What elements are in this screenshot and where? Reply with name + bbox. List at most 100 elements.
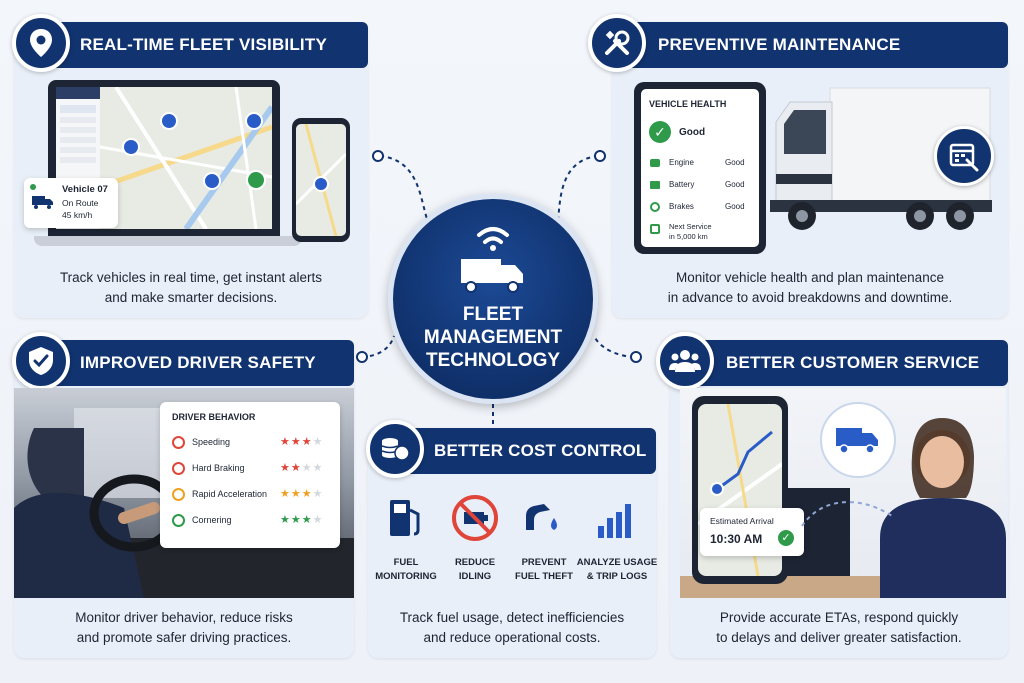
next-service-value: in 5,000 km (669, 232, 708, 241)
status-dot (30, 184, 36, 190)
calendar-wrench-icon (949, 143, 979, 172)
behavior-rating-stars: ★★★★ (280, 487, 324, 500)
connected-truck-icon (461, 227, 523, 293)
delivery-truck-bubble (820, 402, 896, 478)
users-icon (669, 350, 701, 372)
route-origin-marker-icon (710, 482, 724, 496)
center-title: FLEET MANAGEMENT TECHNOLOGY (423, 304, 563, 371)
rating-star-icon: ★ (301, 436, 313, 448)
rating-star-icon: ★ (280, 488, 291, 500)
visibility-title: REAL-TIME FLEET VISIBILITY (80, 35, 327, 54)
rating-star-icon: ★ (312, 462, 324, 474)
vehicle-health-card: VEHICLE HEALTH ✓ Good Engine Good Batter… (641, 89, 759, 247)
coins-icon (381, 438, 410, 461)
fuel-nozzle-icon (526, 504, 557, 530)
rating-star-icon: ★ (280, 436, 291, 448)
cost-item-label: ANALYZE USAGE & TRIP LOGS (576, 557, 658, 582)
schedule-badge (934, 126, 994, 186)
rating-star-icon: ★ (301, 514, 313, 526)
service-description: Provide accurate ETAs, respond quickly t… (716, 610, 962, 645)
no-idling-icon (452, 495, 498, 541)
cost-item-label: FUEL MONITORING (375, 557, 437, 582)
laptop-base (34, 236, 302, 246)
behavior-gauge-icon (172, 488, 185, 501)
next-service-label: Next Service (669, 222, 712, 231)
check-circle-icon: ✓ (649, 121, 671, 143)
cost-description: Track fuel usage, detect inefficiencies … (399, 610, 625, 645)
visibility-header: REAL-TIME FLEET VISIBILITY (40, 22, 368, 68)
rating-star-icon: ★ (290, 462, 302, 474)
rating-star-icon: ★ (290, 436, 302, 448)
service-header: BETTER CUSTOMER SERVICE (690, 340, 1008, 386)
cost-title: BETTER COST CONTROL (434, 441, 647, 460)
check-circle-icon: ✓ (778, 530, 794, 546)
driver-behavior-card: DRIVER BEHAVIOR Speeding★★★★Hard Braking… (160, 402, 340, 548)
vehicle-speed: 45 km/h (62, 210, 93, 220)
safety-description: Monitor driver behavior, reduce risks an… (75, 610, 293, 645)
vehicle-marker-icon (122, 138, 140, 156)
health-item-label: Brakes (669, 202, 694, 211)
visibility-badge (12, 14, 70, 72)
behavior-rating-stars: ★★★★ (280, 461, 324, 474)
connector-dot (594, 150, 606, 162)
map-pin-icon (30, 29, 52, 57)
calendar-icon (650, 224, 660, 234)
behavior-rating-stars: ★★★★ (280, 513, 324, 526)
eta-label: Estimated Arrival (710, 516, 774, 526)
cost-item-label: PREVENT FUEL THEFT (515, 557, 573, 582)
rating-star-icon: ★ (301, 462, 313, 474)
rating-star-icon: ★ (280, 514, 291, 526)
vehicle-marker-icon (245, 112, 263, 130)
maintenance-description: Monitor vehicle health and plan maintena… (667, 270, 953, 305)
safety-title: IMPROVED DRIVER SAFETY (80, 353, 316, 372)
health-heading: VEHICLE HEALTH (649, 99, 727, 109)
fuel-pump-icon (390, 500, 420, 536)
rating-star-icon: ★ (312, 436, 324, 448)
health-item-value: Good (725, 202, 745, 211)
vehicle-marker-icon (203, 172, 221, 190)
center-hub: FLEET MANAGEMENT TECHNOLOGY (388, 194, 598, 404)
battery-icon (650, 181, 660, 189)
behavior-label: Speeding (192, 437, 231, 447)
rating-star-icon: ★ (312, 514, 324, 526)
service-badge (656, 332, 714, 390)
health-item-value: Good (725, 180, 745, 189)
maintenance-badge (588, 14, 646, 72)
rating-star-icon: ★ (312, 488, 324, 500)
rating-star-icon: ★ (290, 514, 302, 526)
vehicle-marker-icon (313, 176, 329, 192)
vehicle-name: Vehicle 07 (62, 184, 108, 195)
safety-badge (12, 332, 70, 390)
behavior-rating-stars: ★★★★ (280, 435, 324, 448)
behavior-gauge-icon (172, 436, 185, 449)
connector-dot (356, 351, 368, 363)
safety-header: IMPROVED DRIVER SAFETY (40, 340, 354, 386)
vehicle-status: On Route (62, 198, 99, 208)
visibility-description: Track vehicles in real time, get instant… (59, 270, 323, 305)
vehicle-marker-icon (246, 170, 266, 190)
connector-dot (630, 351, 642, 363)
maintenance-title: PREVENTIVE MAINTENANCE (658, 35, 901, 54)
behavior-gauge-icon (172, 514, 185, 527)
behavior-label: Rapid Acceleration (192, 489, 268, 499)
bar-chart-icon (598, 504, 631, 538)
vehicle-marker-icon (160, 112, 178, 130)
health-item-label: Engine (669, 158, 694, 167)
cost-badge (366, 420, 424, 478)
brakes-icon (650, 202, 660, 212)
tools-icon (605, 30, 630, 55)
eta-card: Estimated Arrival 10:30 AM ✓ (700, 508, 804, 556)
rating-star-icon: ★ (301, 488, 313, 500)
cost-item-label: REDUCE IDLING (454, 557, 496, 582)
eta-time: 10:30 AM (710, 532, 763, 546)
behavior-label: Cornering (192, 515, 232, 525)
rating-star-icon: ★ (290, 488, 302, 500)
behavior-heading: DRIVER BEHAVIOR (172, 412, 256, 422)
service-title: BETTER CUSTOMER SERVICE (726, 353, 980, 372)
cost-header: BETTER COST CONTROL (392, 428, 656, 474)
health-item-label: Battery (669, 180, 695, 189)
truck-icon (836, 428, 878, 454)
route-dashes (801, 501, 893, 527)
connector-dot (372, 150, 384, 162)
